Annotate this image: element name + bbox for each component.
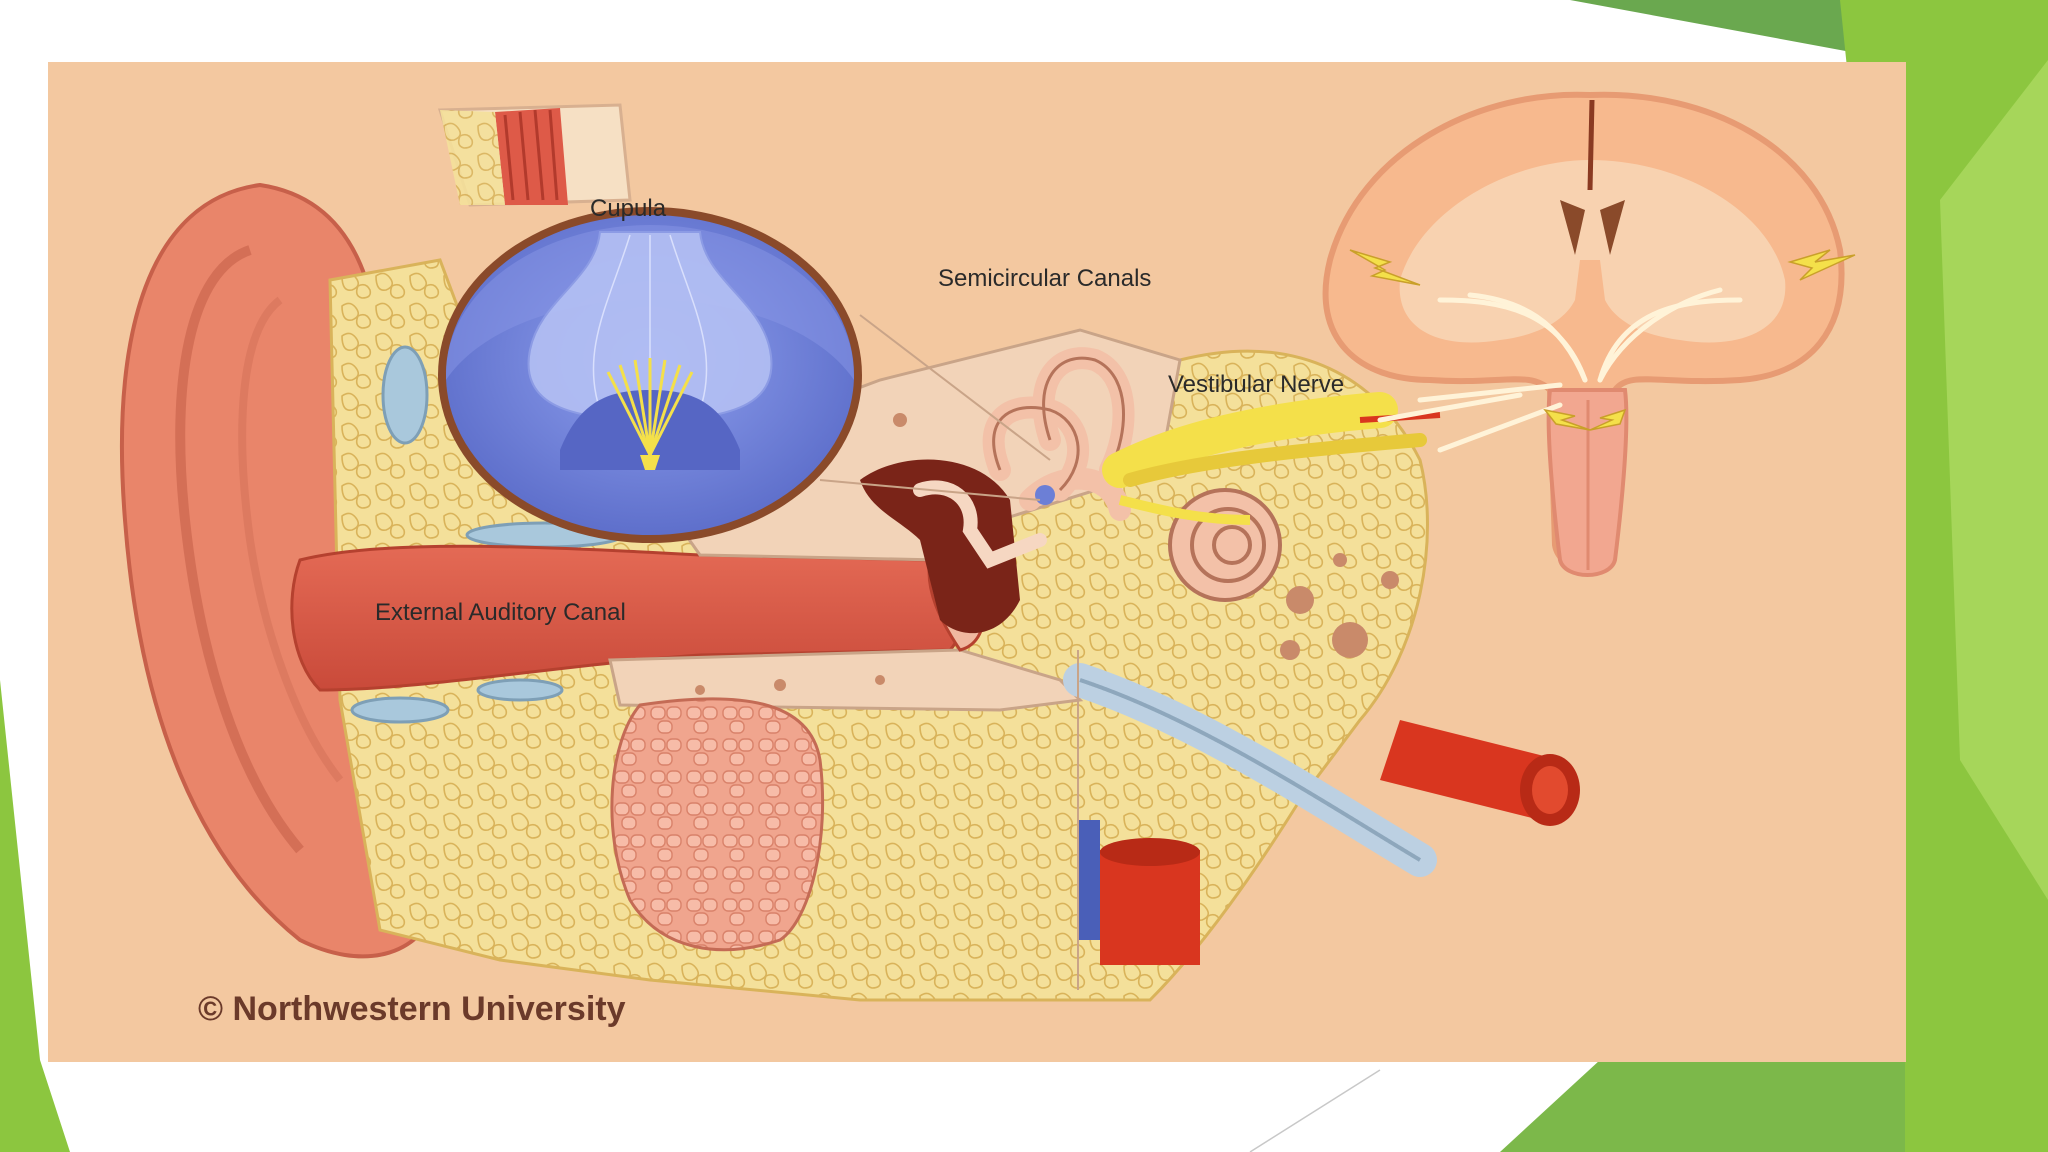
carotid-artery [1078,820,1200,965]
fat-duct-4 [476,678,564,702]
bone-pores [695,413,1399,695]
inset-pointer-line-2 [819,479,1041,501]
auricle-fold [175,245,304,854]
brain-pathway-arrows [1377,287,1743,453]
ossicles [913,480,1047,569]
vestibule-blue-dot [1035,485,1055,505]
cupula-inset [438,207,1051,543]
brain-signal-bolts [1349,249,1856,431]
eustachian-tube-outline [1079,678,1422,862]
green-accent-bottom-right [1500,1060,1905,1152]
jugular-vein [1380,720,1580,826]
bone-strip-left [440,110,505,205]
muscle-strip [495,108,568,205]
label-vestibular-nerve: Vestibular Nerve [1168,371,1344,398]
label-external-auditory-canal: External Auditory Canal [375,599,626,626]
inset-pointer-line-1 [859,314,1051,461]
muscle-strip-stripes [503,109,559,201]
middle-ear-cavity [860,459,1020,634]
parotid-gland [610,697,825,952]
fat-duct-3 [350,696,450,724]
cochlea [1168,488,1282,602]
auricle-inner-fold [238,296,344,783]
brain-longitudinal-fissure [1587,99,1595,191]
green-accent-right-light [1940,60,2048,900]
decorative-line [1249,1069,1381,1152]
semicircular-canals-outline [992,356,1125,492]
brain-section [1322,91,1856,577]
copyright-notice: © Northwestern University [198,990,626,1028]
label-semicircular-canals: Semicircular Canals [938,265,1151,292]
anatomy-illustration: Cupula Semicircular Canals Vestibular Ne… [48,62,1906,1062]
fat-duct-1 [381,345,429,445]
brain-ventricles [1560,200,1625,255]
label-cupula: Cupula [590,195,667,222]
hair-cell-bundles [606,358,694,456]
green-accent-left [0,680,70,1152]
